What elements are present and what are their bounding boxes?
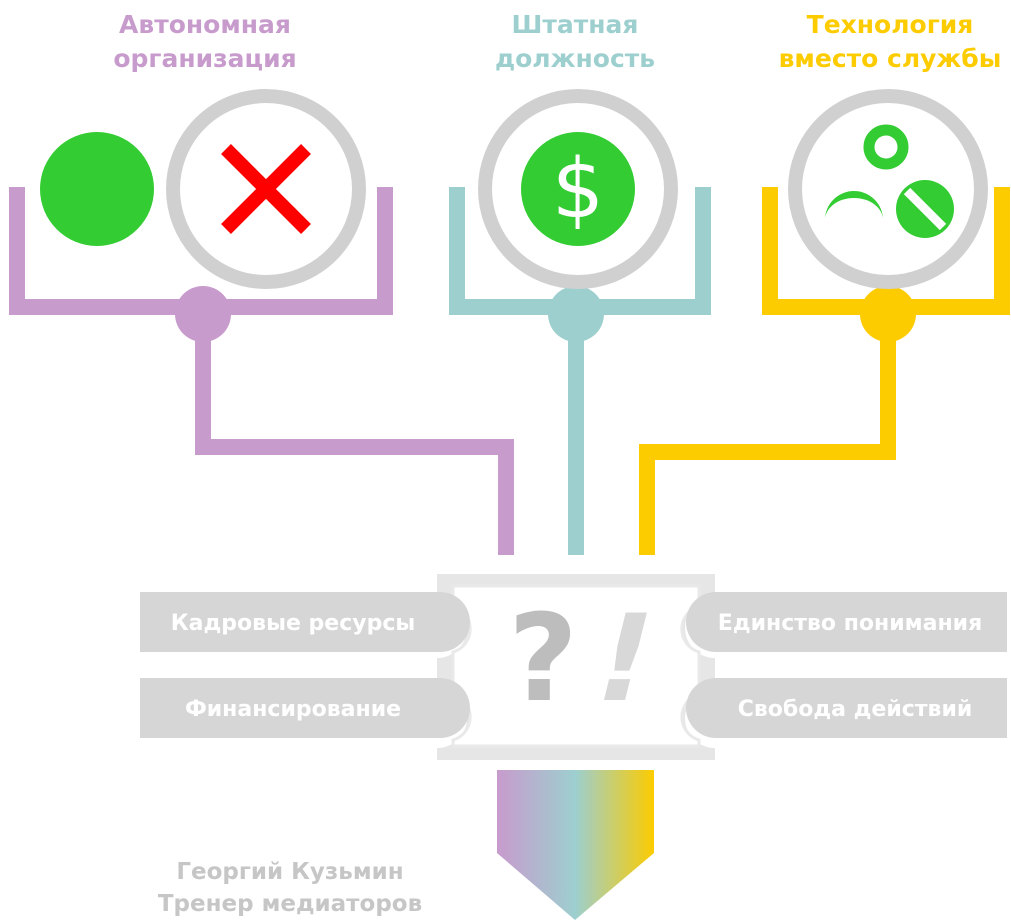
people-icon (788, 89, 988, 289)
bracket-knob-yellow (860, 286, 916, 342)
author-caption: Георгий Кузьмин Тренер медиаторов (120, 856, 460, 920)
dollar-sign-icon: $ (478, 89, 678, 289)
pill-label: Единство понимания (718, 611, 982, 636)
column-title-line2: организация (113, 44, 297, 73)
column-title-staff: Штатная должность (440, 8, 710, 76)
column-title-line1: Автономная (119, 10, 291, 39)
column-title-line2: вместо службы (778, 44, 1002, 73)
bracket-knob-teal (548, 286, 604, 342)
pill-right-1: Единство понимания (686, 592, 1007, 652)
bracket-knob-purple (175, 286, 231, 342)
pill-left-1: Кадровые ресурсы (140, 592, 470, 652)
author-name: Георгий Кузьмин (176, 859, 404, 885)
pill-left-2: Финансирование (140, 678, 470, 738)
column-title-line1: Технология (806, 10, 974, 39)
red-cross-icon (166, 89, 366, 289)
pill-label: Свобода действий (738, 697, 973, 722)
question-frame (437, 574, 715, 760)
column-title-autonomous: Автономная организация (70, 8, 340, 76)
question-mark: ? (508, 590, 578, 729)
author-role: Тренер медиаторов (157, 891, 423, 917)
dollar-symbol: $ (552, 142, 604, 237)
column-title-line2: должность (494, 44, 656, 73)
gradient-arrow (497, 770, 654, 920)
green-dot-icon (40, 132, 154, 246)
column-title-technology: Технология вместо службы (755, 8, 1011, 76)
pill-right-2: Свобода действий (686, 678, 1007, 738)
pill-label: Финансирование (185, 697, 401, 722)
pill-label: Кадровые ресурсы (171, 611, 416, 636)
column-title-line1: Штатная (511, 10, 639, 39)
